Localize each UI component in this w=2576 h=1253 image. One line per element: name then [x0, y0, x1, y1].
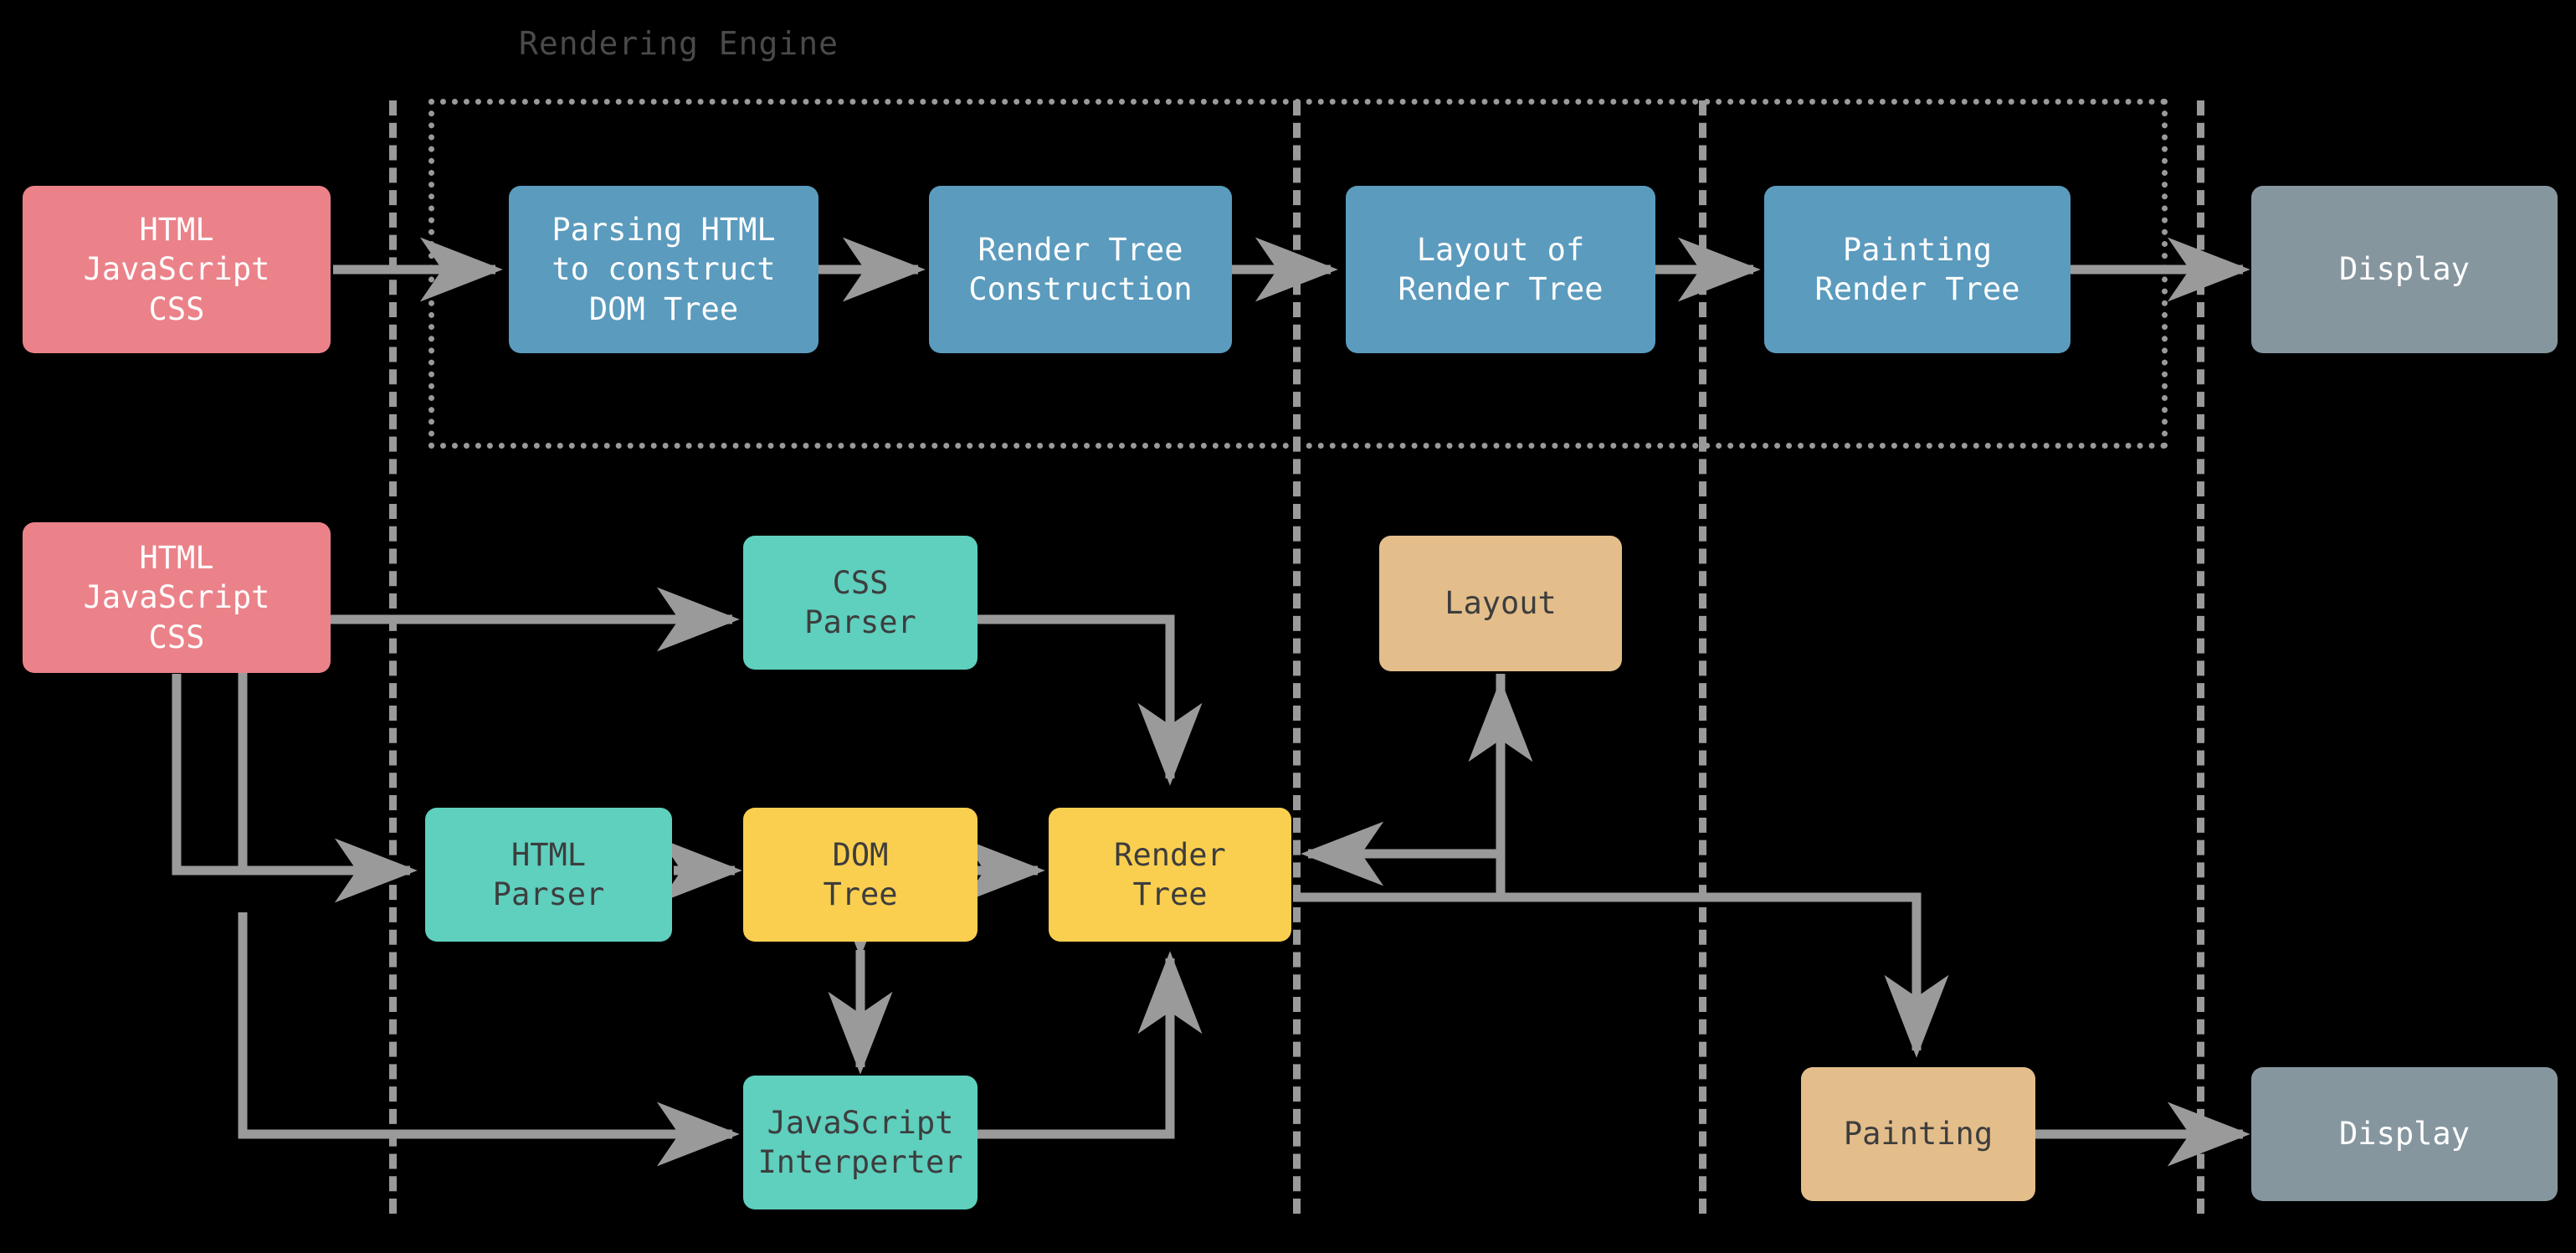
detail-source-node[interactable]: HTML JavaScript CSS [23, 522, 331, 673]
detail-display-node[interactable]: Display [2251, 1067, 2558, 1201]
swimlane-divider-2 [1293, 100, 1301, 1214]
html-parser-node[interactable]: HTML Parser [425, 808, 672, 942]
swimlane-divider-1 [389, 100, 397, 1214]
painting-node[interactable]: Painting [1801, 1067, 2035, 1201]
top-step-parsing-html[interactable]: Parsing HTML to construct DOM Tree [509, 186, 818, 353]
render-tree-node[interactable]: Render Tree [1049, 808, 1291, 942]
dom-tree-node[interactable]: DOM Tree [743, 808, 978, 942]
javascript-interpreter-node[interactable]: JavaScript Interperter [743, 1076, 978, 1209]
top-step-layout-of-render-tree[interactable]: Layout of Render Tree [1346, 186, 1655, 353]
swimlane-divider-4 [2197, 100, 2204, 1214]
layout-node[interactable]: Layout [1379, 536, 1622, 671]
top-display-node[interactable]: Display [2251, 186, 2558, 353]
top-step-painting-render-tree[interactable]: Painting Render Tree [1764, 186, 2071, 353]
rendering-engine-label: Rendering Engine [519, 25, 839, 62]
swimlane-divider-3 [1699, 100, 1706, 1214]
css-parser-node[interactable]: CSS Parser [743, 536, 978, 670]
top-step-render-tree-construction[interactable]: Render Tree Construction [929, 186, 1232, 353]
top-source-node[interactable]: HTML JavaScript CSS [23, 186, 331, 353]
